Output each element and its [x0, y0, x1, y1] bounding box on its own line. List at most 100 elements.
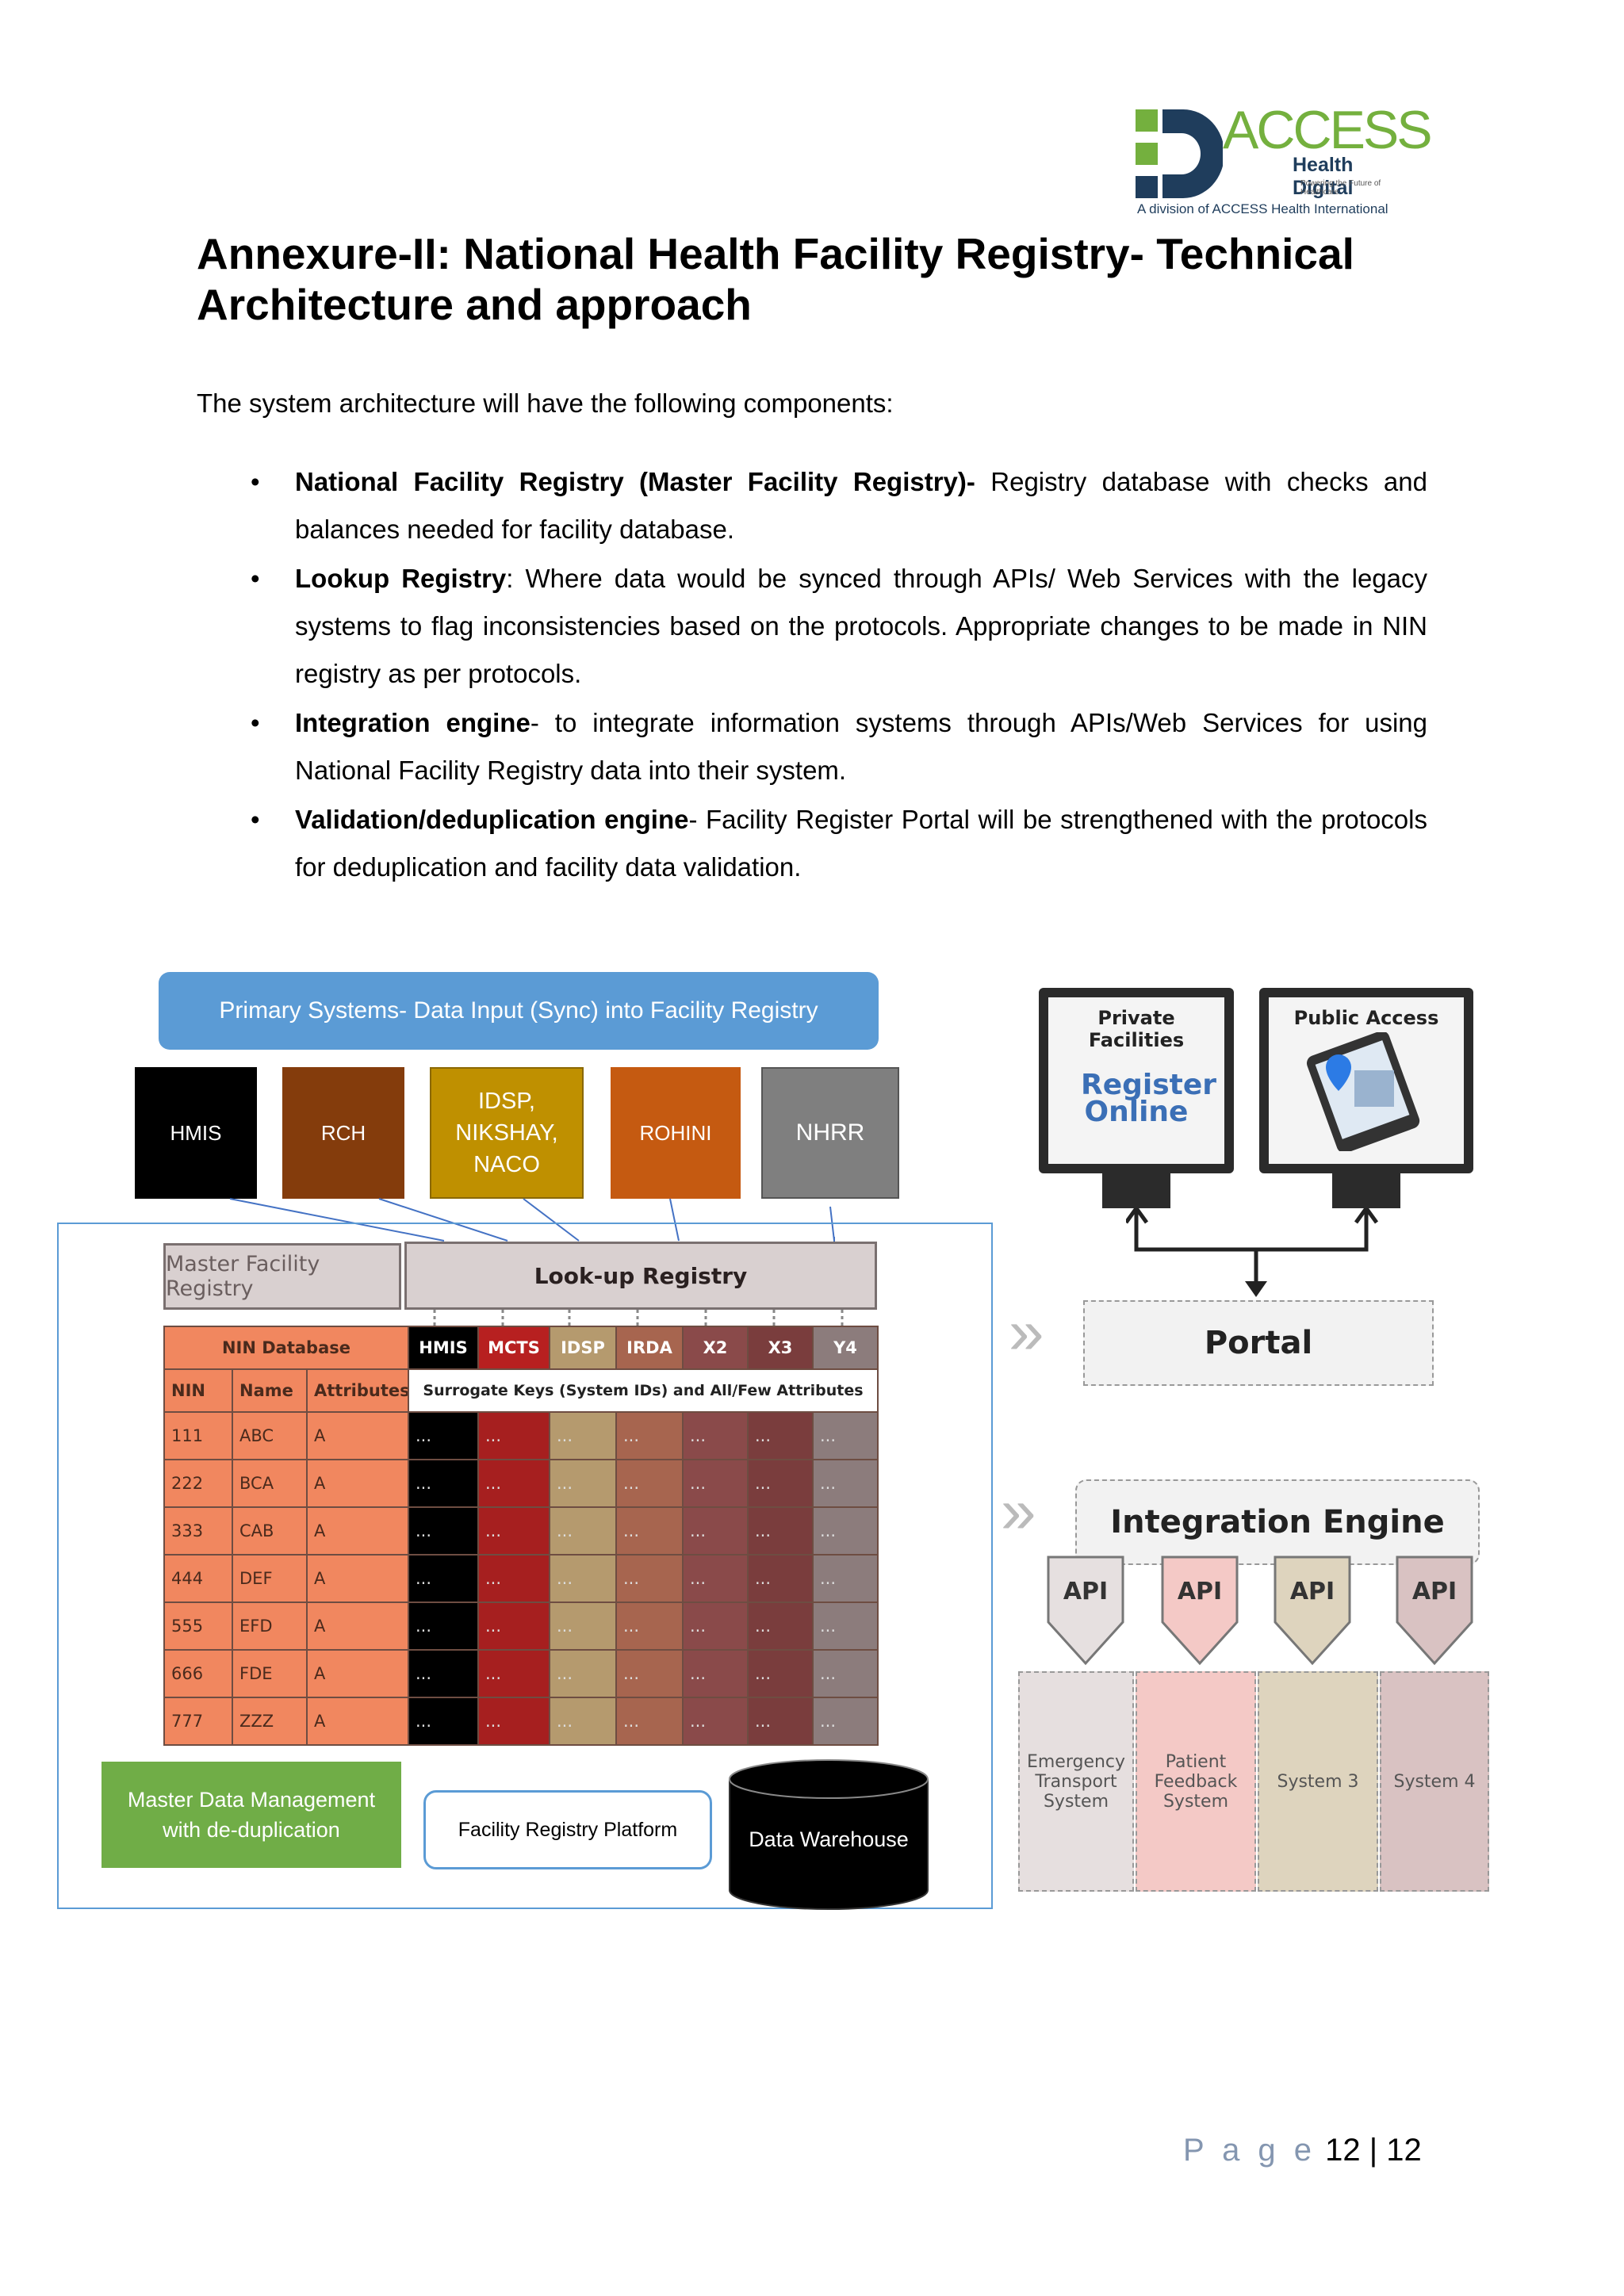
- name-cell: ZZZ: [232, 1697, 307, 1745]
- api-label: API: [1156, 1578, 1243, 1605]
- private-facilities-label: Private Facilities: [1048, 1007, 1224, 1051]
- surrogate-key-cell: ...: [748, 1602, 813, 1650]
- mobile-map-icon: [1269, 1032, 1464, 1151]
- attribute-cell: A: [307, 1602, 408, 1650]
- system-patient-feedback: Patient Feedback System: [1136, 1671, 1256, 1892]
- subheader-name: Name: [232, 1369, 307, 1412]
- surrogate-key-cell: ...: [478, 1602, 550, 1650]
- header-idsp: IDSP: [550, 1326, 616, 1369]
- surrogate-key-cell: ...: [748, 1507, 813, 1555]
- api-label: API: [1269, 1578, 1356, 1605]
- surrogate-key-cell: ...: [813, 1507, 878, 1555]
- system-emergency-transport: Emergency Transport System: [1018, 1671, 1134, 1892]
- chevron-right-icon: »: [1009, 1300, 1044, 1364]
- portal-box: Portal: [1083, 1300, 1434, 1386]
- surrogate-key-cell: ...: [683, 1650, 748, 1697]
- api-label: API: [1042, 1578, 1129, 1605]
- surrogate-key-cell: ...: [813, 1412, 878, 1460]
- nin-cell: 555: [164, 1602, 232, 1650]
- surrogate-key-cell: ...: [683, 1697, 748, 1745]
- api-arrow-icon: [1042, 1556, 1129, 1667]
- surrogate-key-cell: ...: [408, 1697, 478, 1745]
- surrogate-key-cell: ...: [550, 1697, 616, 1745]
- nin-cell: 111: [164, 1412, 232, 1460]
- surrogate-key-cell: ...: [478, 1555, 550, 1602]
- nin-cell: 444: [164, 1555, 232, 1602]
- surrogate-key-cell: ...: [616, 1460, 683, 1507]
- subheader-nin: NIN: [164, 1369, 232, 1412]
- surrogate-key-cell: ...: [550, 1650, 616, 1697]
- header-hmis: HMIS: [408, 1326, 478, 1369]
- surrogate-key-cell: ...: [478, 1460, 550, 1507]
- name-cell: BCA: [232, 1460, 307, 1507]
- surrogate-key-cell: ...: [616, 1602, 683, 1650]
- name-cell: ABC: [232, 1412, 307, 1460]
- api-label: API: [1391, 1578, 1478, 1605]
- page-word: P a g e: [1183, 2133, 1316, 2168]
- surrogate-key-cell: ...: [748, 1555, 813, 1602]
- api-arrow: API: [1391, 1556, 1478, 1667]
- subheader-attributes: Attributes: [307, 1369, 408, 1412]
- data-warehouse-label: Data Warehouse: [745, 1806, 912, 1873]
- surrogate-key-cell: ...: [616, 1555, 683, 1602]
- nin-cell: 222: [164, 1460, 232, 1507]
- public-access-label: Public Access: [1269, 1007, 1464, 1029]
- page-number: 12 | 12: [1325, 2133, 1422, 2168]
- surrogate-key-cell: ...: [616, 1650, 683, 1697]
- surrogate-key-cell: ...: [550, 1602, 616, 1650]
- name-cell: EFD: [232, 1602, 307, 1650]
- api-arrow-icon: [1391, 1556, 1478, 1667]
- nin-cell: 777: [164, 1697, 232, 1745]
- header-nin-database: NIN Database: [164, 1326, 408, 1369]
- surrogate-key-cell: ...: [748, 1697, 813, 1745]
- surrogate-key-cell: ...: [550, 1460, 616, 1507]
- surrogate-key-cell: ...: [813, 1650, 878, 1697]
- surrogate-key-cell: ...: [683, 1602, 748, 1650]
- attribute-cell: A: [307, 1650, 408, 1697]
- lookup-connectors: [401, 1310, 877, 1327]
- integration-engine-box: Integration Engine: [1075, 1479, 1480, 1565]
- facility-registry-platform-box: Facility Registry Platform: [423, 1790, 712, 1869]
- system-4: System 4: [1380, 1671, 1489, 1892]
- header-irda: IRDA: [616, 1326, 683, 1369]
- chevron-right-icon: »: [1001, 1479, 1036, 1543]
- lookup-registry-label: Look-up Registry: [404, 1242, 877, 1310]
- surrogate-key-cell: ...: [408, 1507, 478, 1555]
- nin-cell: 333: [164, 1507, 232, 1555]
- surrogate-key-cell: ...: [616, 1412, 683, 1460]
- surrogate-key-cell: ...: [478, 1412, 550, 1460]
- register-online-icon: Register Online: [1081, 1072, 1192, 1126]
- header-mcts: MCTS: [478, 1326, 550, 1369]
- surrogate-key-cell: ...: [616, 1507, 683, 1555]
- surrogate-key-cell: ...: [550, 1555, 616, 1602]
- nin-database-table: NIN Database HMIS MCTS IDSP IRDA X2 X3 Y…: [163, 1326, 877, 1739]
- surrogate-key-cell: ...: [550, 1507, 616, 1555]
- surrogate-key-cell: ...: [616, 1697, 683, 1745]
- name-cell: CAB: [232, 1507, 307, 1555]
- attribute-cell: A: [307, 1412, 408, 1460]
- private-facilities-monitor: Private Facilities Register Online: [1039, 988, 1234, 1173]
- portal-arrows: [1126, 1208, 1396, 1303]
- nin-cell: 666: [164, 1650, 232, 1697]
- table-row: 333CABA.....................: [164, 1507, 878, 1555]
- header-x3: X3: [748, 1326, 813, 1369]
- attribute-cell: A: [307, 1697, 408, 1745]
- surrogate-key-cell: ...: [813, 1555, 878, 1602]
- system-3: System 3: [1258, 1671, 1378, 1892]
- surrogate-key-cell: ...: [478, 1507, 550, 1555]
- attribute-cell: A: [307, 1507, 408, 1555]
- surrogate-key-cell: ...: [683, 1507, 748, 1555]
- header-x2: X2: [683, 1326, 748, 1369]
- surrogate-key-cell: ...: [683, 1555, 748, 1602]
- header-y4: Y4: [813, 1326, 878, 1369]
- monitor-stand: [1102, 1173, 1170, 1208]
- surrogate-key-cell: ...: [813, 1460, 878, 1507]
- api-arrow-icon: [1269, 1556, 1356, 1667]
- master-data-management-box: Master Data Management with de-duplicati…: [102, 1762, 401, 1868]
